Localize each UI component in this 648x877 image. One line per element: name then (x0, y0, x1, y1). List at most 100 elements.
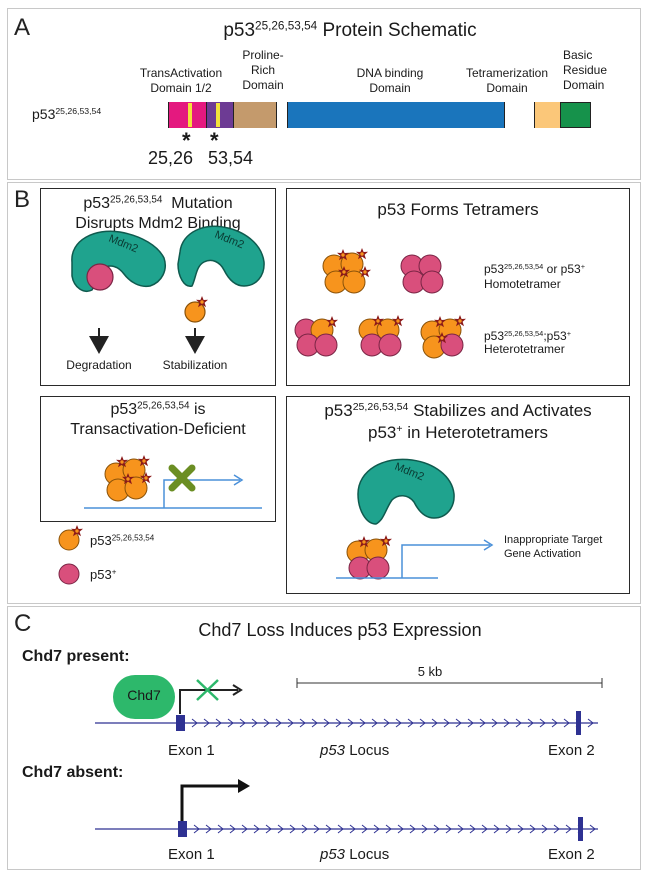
heterotetramer-3 (420, 315, 466, 359)
intron-chevron (409, 824, 416, 834)
wt-p53-bound (86, 263, 114, 291)
intron-chevron (383, 718, 390, 728)
intron-chevron (275, 718, 282, 728)
panel-label-c: C (14, 610, 32, 637)
domain-linker (277, 102, 288, 128)
ta-title-line2: Transactivation-Deficient (70, 421, 246, 438)
homo-mid: or p53 (543, 262, 581, 276)
schematic-title-main: p53 (223, 20, 256, 41)
legend-wt-main: p53 (90, 567, 112, 582)
tet-line2: Domain (486, 81, 528, 95)
stab-title-line2-rest: in Heterotetramers (402, 423, 549, 442)
absent-tss-arrow (180, 784, 246, 821)
present-locus-italic: p53 (320, 742, 346, 759)
intron-chevron (289, 824, 296, 834)
intron-chevron (253, 824, 260, 834)
stab-title-rest: Stabilizes and Activates (408, 401, 592, 420)
mutation-star-2: * (210, 128, 219, 153)
heterotetramer-1 (294, 316, 338, 357)
present-exon2-label: Exon 2 (548, 742, 595, 759)
stab-mdm2-shape (357, 458, 455, 525)
mdm2-title-rest: Mutation (162, 195, 233, 212)
intron-chevron (419, 718, 426, 728)
basic-line3: Domain (563, 78, 605, 92)
domain-ta2 (207, 102, 234, 128)
homo-sup2: + (580, 261, 586, 271)
schematic-title-sup: 25,26,53,54 (255, 19, 318, 33)
intron-chevron (251, 718, 258, 728)
stab-arrowhead (483, 539, 494, 551)
intron-chevron (227, 718, 234, 728)
domain-dna-binding (288, 102, 505, 128)
absent-locus-italic: p53 (320, 846, 346, 863)
legend-mutant-label: p5325,26,53,54 (90, 533, 154, 548)
absent-locus-rest: Locus (345, 846, 390, 863)
target-line1: Inappropriate Target (504, 534, 603, 546)
legend-wt-sup: + (111, 567, 117, 577)
ta-line1: TransActivation (139, 66, 223, 80)
mutation-marker-2 (216, 103, 220, 127)
ta-line2: Domain 1/2 (150, 81, 212, 95)
intron-chevron (203, 718, 210, 728)
ta-title-sup: 25,26,53,54 (137, 400, 190, 412)
ta-title-rest: is (189, 401, 206, 418)
intron-chevron (503, 718, 510, 728)
mdm2-title-main: p53 (83, 195, 111, 212)
chd7-protein-label: Chd7 (127, 687, 161, 703)
intron-chevron (469, 824, 476, 834)
dna-line2: Domain (369, 81, 411, 95)
mutation-label-53-54: 53,54 (208, 148, 254, 168)
legend-wt-icon (58, 563, 80, 585)
mutant-homotetramer (322, 248, 371, 294)
domain-basic (561, 102, 591, 128)
schematic-row-label: p5325,26,53,54 (32, 106, 101, 122)
stab-title-sup: 25,26,53,54 (352, 401, 409, 414)
schematic-title-rest: Protein Schematic (317, 20, 477, 41)
target-line2: Gene Activation (504, 548, 582, 560)
absent-tss-arrowhead (238, 779, 250, 793)
hetero-sup: 25,26,53,54 (504, 328, 544, 338)
intron-chevron (433, 824, 440, 834)
hetero-sup2: + (566, 328, 572, 338)
intron-chevron (263, 718, 270, 728)
intron-chevron (215, 718, 222, 728)
homo-sup: 25,26,53,54 (504, 261, 544, 271)
mdm2-panel-title: p5325,26,53,54 Mutation Disrupts Mdm2 Bi… (42, 194, 274, 234)
intron-chevron (371, 718, 378, 728)
transactivation-panel (40, 396, 276, 522)
intron-chevron (361, 824, 368, 834)
intron-chevron (311, 718, 318, 728)
intron-chevron (359, 718, 366, 728)
basic-line2: Residue (563, 63, 608, 77)
stab-heterotetramer (346, 535, 392, 580)
intron-chevron (299, 718, 306, 728)
intron-chevron (325, 824, 332, 834)
domain-tail (535, 102, 561, 128)
mutant-p53-free (184, 301, 206, 323)
homotetramer-label: p5325,26,53,54 or p53+ Homotetramer (484, 262, 585, 292)
intron-chevron (335, 718, 342, 728)
present-exon2-box (576, 711, 581, 735)
target-activation-label: Inappropriate Target Gene Activation (504, 533, 602, 561)
hetero-mid: ;p53 (543, 329, 567, 343)
ta-title-main: p53 (110, 401, 138, 418)
stab-promoter-arrow (401, 544, 490, 578)
outcome-stabilization: Stabilization (162, 358, 228, 372)
chd7-present-label: Chd7 present: (22, 648, 130, 665)
mutation-marker-1 (188, 103, 192, 127)
intron-chevron (445, 824, 452, 834)
present-locus-chevrons (191, 718, 594, 728)
ta-promoter-arrow (163, 479, 240, 508)
mdm2-title-sup: 25,26,53,54 (110, 194, 163, 206)
pro-line1: Proline- (242, 48, 284, 62)
present-locus-label: p53 Locus (320, 742, 389, 759)
homo-main: p53 (484, 262, 505, 276)
intron-chevron (347, 718, 354, 728)
intron-chevron (587, 718, 594, 728)
stabilize-panel-title: p5325,26,53,54 Stabilizes and Activates … (288, 400, 628, 444)
hetero-main: p53 (484, 329, 505, 343)
absent-exon1-box (178, 821, 187, 837)
intron-chevron (301, 824, 308, 834)
present-exon1-box (176, 715, 185, 731)
domain-label-proline: Proline- Rich Domain (228, 48, 298, 93)
